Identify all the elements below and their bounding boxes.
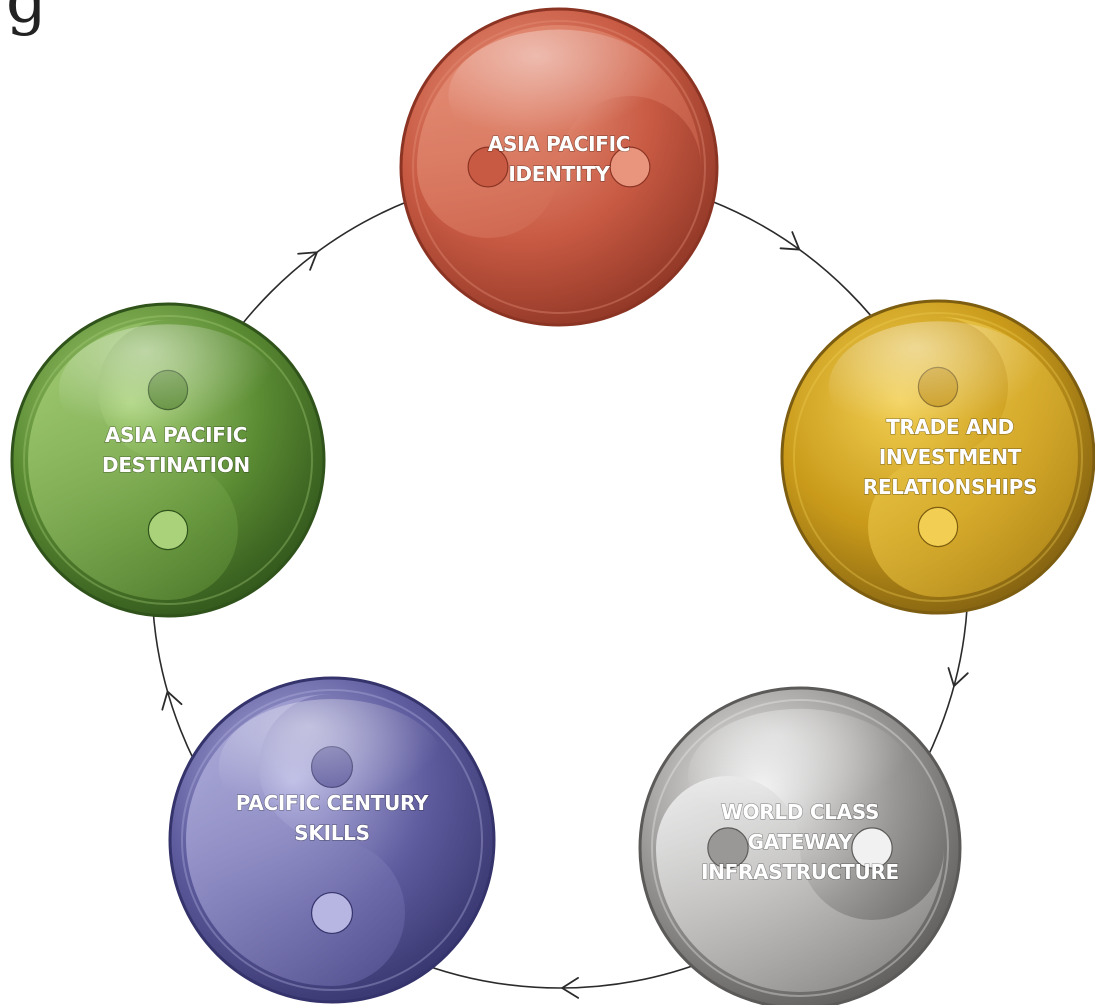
node-label-line: PACIFIC CENTURY [236, 791, 429, 815]
node-label-line: TRADE AND [886, 415, 1014, 439]
arrowhead-infrastructure-to-skills [561, 977, 580, 999]
node-inner-rim [181, 689, 483, 991]
node-trade: TRADE AND INVESTMENT RELATIONSHIPS [780, 299, 1095, 615]
node-infrastructure: WORLD CLASS GATEWAY INFRASTRUCTURE [638, 686, 962, 1005]
node-gloss [828, 321, 1048, 453]
node-gloss [58, 324, 278, 456]
yin-yang-eye-light [310, 891, 354, 935]
node-inner-rim [412, 20, 706, 314]
corner-glyph: g [6, 0, 47, 38]
node-label-line: SKILLS [294, 821, 369, 845]
arrowheads [161, 231, 969, 999]
yin-yang-eye-light [851, 827, 893, 869]
node-label-line: IDENTITY [508, 162, 610, 186]
node-label-line: INVESTMENT [879, 445, 1022, 469]
arrowhead-trade-to-infrastructure [947, 667, 969, 687]
yin-yang-eye-light [917, 506, 959, 548]
node-gloss [448, 29, 670, 163]
node-inner-rim [651, 699, 949, 997]
node-label-line: GATEWAY [748, 830, 854, 854]
node-label-line: DESTINATION [102, 453, 250, 477]
node-destination: ASIA PACIFIC DESTINATION [10, 302, 326, 618]
node-inner-rim [23, 315, 313, 605]
node-label-line: RELATIONSHIPS [863, 475, 1037, 499]
node-inner-rim [793, 312, 1083, 602]
yin-yang-eye-dark [707, 827, 749, 869]
node-identity: ASIA PACIFIC IDENTITY [399, 7, 719, 327]
node-label-line: ASIA PACIFIC [105, 423, 247, 447]
yin-yang-eye-light [609, 146, 651, 188]
cycle-nodes: ASIA PACIFIC IDENTITY TRADE AND INVESTMENT R… [10, 7, 1095, 1005]
node-gloss [218, 699, 446, 836]
arrowhead-identity-to-trade [779, 231, 801, 251]
arrowhead-skills-to-destination [161, 690, 183, 711]
node-label-line: INFRASTRUCTURE [701, 860, 899, 884]
arrowhead-destination-to-identity [297, 251, 318, 271]
yin-yang-eye-dark [467, 146, 509, 188]
node-skills: PACIFIC CENTURY SKILLS [168, 676, 496, 1004]
yin-yang-eye-light [147, 509, 189, 551]
node-label-line: WORLD CLASS [721, 800, 879, 824]
node-gloss [688, 708, 912, 844]
node-label-line: ASIA PACIFIC [488, 132, 630, 156]
